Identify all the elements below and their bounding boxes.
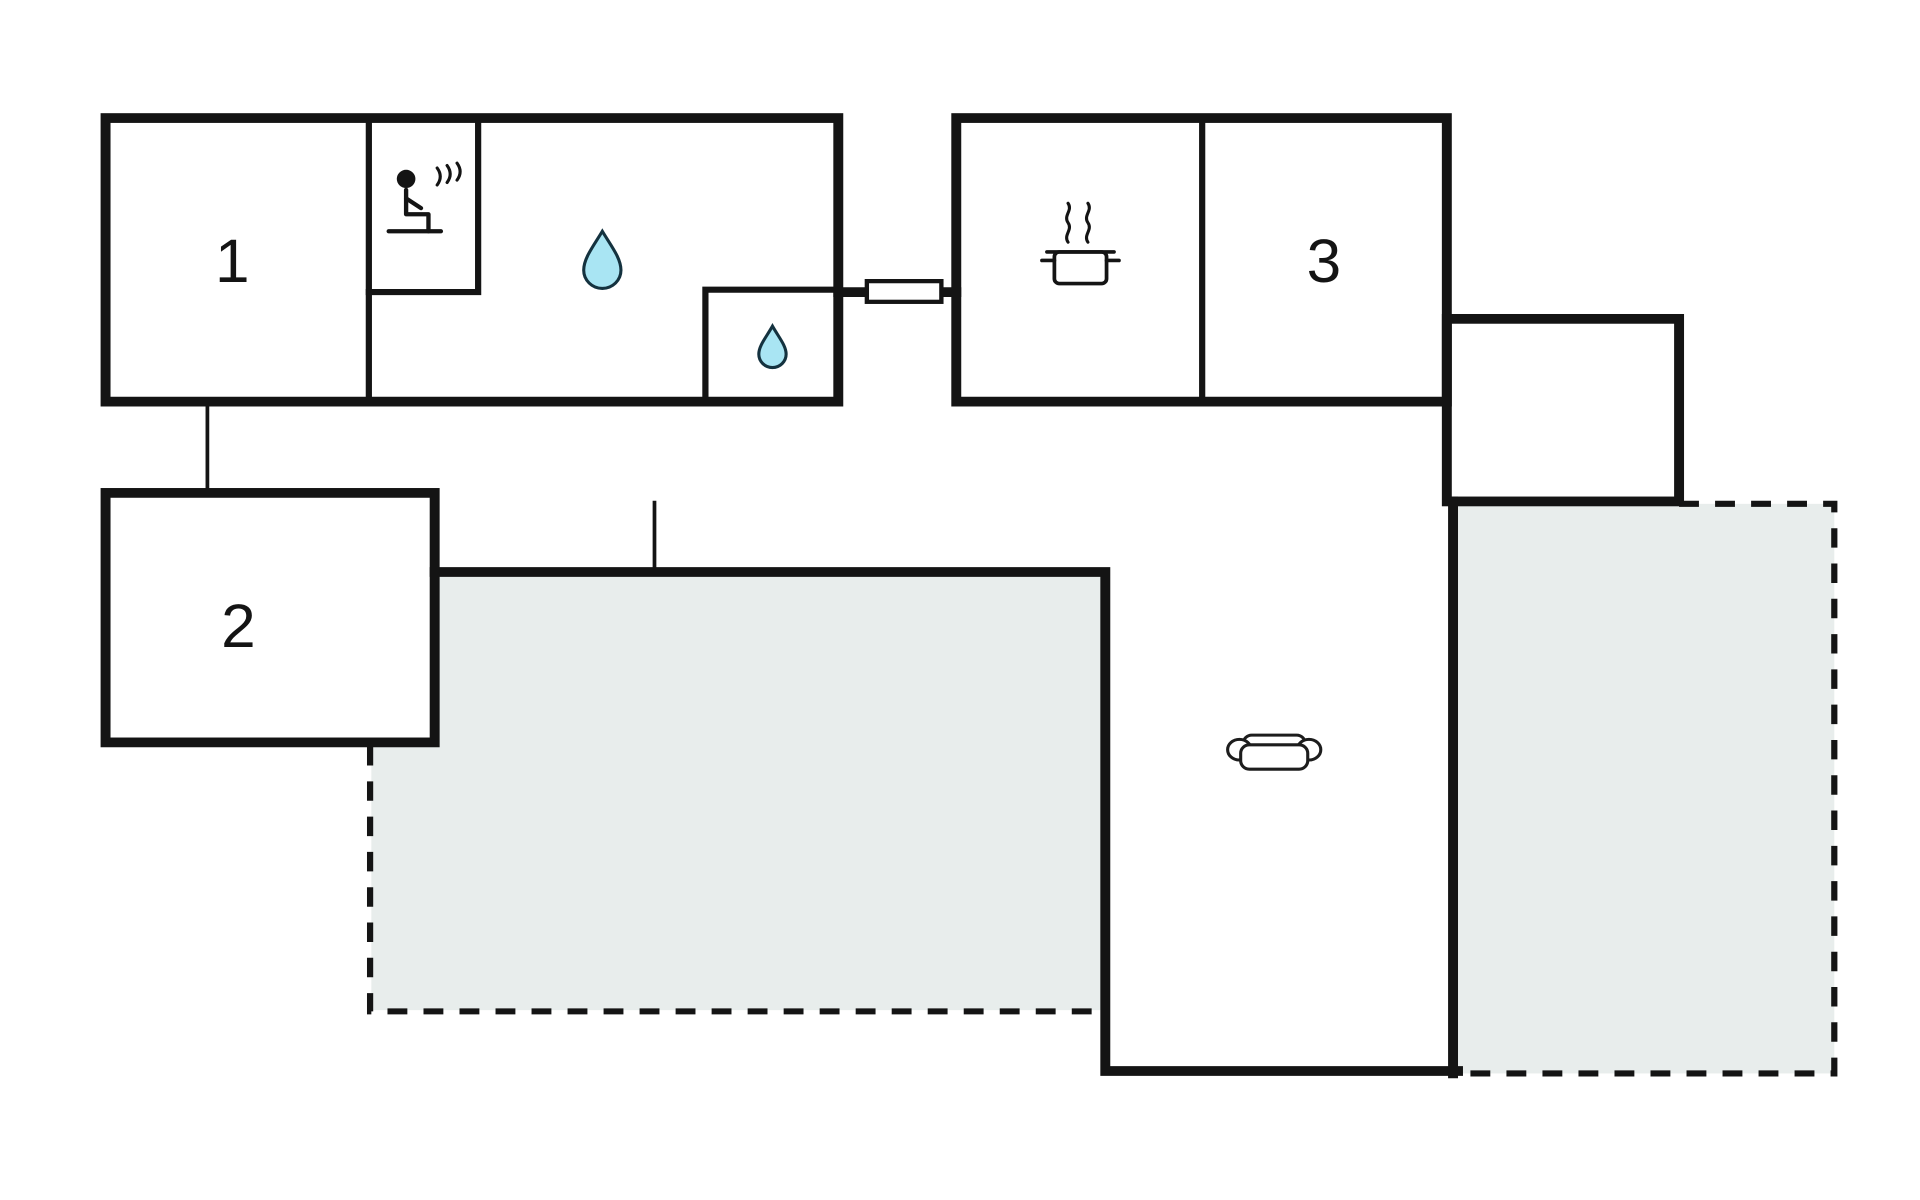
entrance-room bbox=[1441, 313, 1685, 507]
water-drop-large-icon bbox=[582, 228, 623, 290]
room-label-2: 2 bbox=[221, 593, 256, 661]
sauna-person-body bbox=[403, 187, 431, 234]
entrance-room-walls bbox=[1441, 313, 1685, 507]
pot-body bbox=[1052, 250, 1109, 286]
living-room-walls-left-bottom bbox=[429, 567, 1463, 1076]
bedroom-1-outer-walls bbox=[100, 113, 844, 407]
water-drop-small-icon bbox=[757, 323, 788, 370]
right-terrace-dashed-border bbox=[1455, 500, 1838, 1077]
sauna-icon bbox=[386, 161, 462, 234]
sauna-steam-lines bbox=[435, 161, 462, 187]
bedroom-2-block: 2 bbox=[100, 488, 440, 748]
connecting-passage bbox=[833, 279, 962, 304]
left-terrace-dashed-border bbox=[366, 746, 1106, 1015]
bathroom-small-walls bbox=[702, 286, 842, 405]
sofa-seat bbox=[1239, 743, 1310, 771]
left-terrace bbox=[366, 573, 1106, 1015]
left-terrace-area bbox=[371, 573, 1105, 1011]
kitchen-bedroom3-block: 3 bbox=[951, 113, 1452, 407]
sauna-person-arm bbox=[403, 196, 424, 211]
door-symbol bbox=[864, 279, 944, 304]
right-terrace-area bbox=[1455, 503, 1835, 1074]
bathroom-large bbox=[582, 228, 623, 290]
sofa-icon bbox=[1226, 733, 1323, 771]
sauna-room bbox=[365, 115, 482, 296]
room-label-3: 3 bbox=[1307, 228, 1342, 296]
pot-steam-lines bbox=[1065, 201, 1091, 244]
cooking-pot-icon bbox=[1040, 201, 1121, 286]
sauna-walls bbox=[365, 115, 482, 296]
sauna-person-head bbox=[396, 169, 416, 189]
kitchen bbox=[1040, 201, 1121, 286]
bathroom-small bbox=[702, 286, 842, 405]
right-terrace bbox=[1455, 500, 1838, 1077]
room-label-1: 1 bbox=[215, 228, 250, 296]
living-room bbox=[429, 496, 1463, 1079]
bedroom-1-block: 1 bbox=[100, 113, 844, 407]
bedroom-2-walls bbox=[100, 488, 440, 748]
